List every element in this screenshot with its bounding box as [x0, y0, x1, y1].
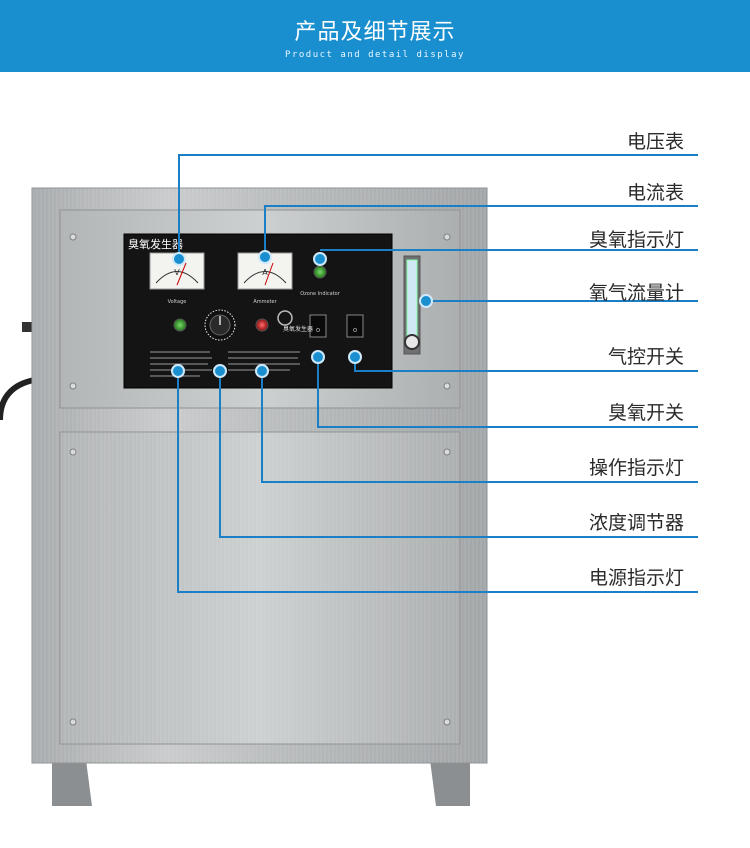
- panel-brand: 臭氧发生器: [128, 237, 183, 251]
- svg-text:V: V: [174, 268, 180, 277]
- callout-label-gas-control-switch: 气控开关: [607, 346, 684, 368]
- callout-line: [178, 154, 698, 156]
- svg-text:o: o: [353, 326, 357, 334]
- callout-line: [177, 591, 698, 593]
- callout-dot: [348, 350, 362, 364]
- callout-label-oxygen-flowmeter: 氧气流量计: [588, 282, 684, 304]
- callout-line: [177, 370, 179, 591]
- callout-line: [261, 370, 263, 481]
- callout-dot: [313, 252, 327, 266]
- callout-line: [219, 370, 221, 536]
- oxygen-flowmeter: [403, 255, 421, 355]
- callout-dot: [172, 252, 186, 266]
- concentration-knob: [204, 309, 236, 341]
- power-indicator-light: [173, 318, 187, 332]
- page-title: 产品及细节展示: [294, 20, 456, 45]
- header-banner: 产品及细节展示 Product and detail display: [0, 0, 750, 72]
- callout-dot: [311, 350, 325, 364]
- svg-text:Ammeter: Ammeter: [253, 299, 277, 305]
- callout-dot: [258, 250, 272, 264]
- callout-dot: [419, 294, 433, 308]
- callout-label-power-indicator: 电源指示灯: [588, 567, 684, 589]
- callout-line: [264, 205, 698, 207]
- callout-line: [317, 356, 319, 426]
- callout-dot: [171, 364, 185, 378]
- svg-text:Voltage: Voltage: [168, 299, 187, 305]
- callout-line: [219, 536, 698, 538]
- callout-line: [320, 249, 698, 251]
- callout-line: [178, 154, 180, 258]
- svg-text:A: A: [262, 268, 268, 277]
- ammeter: [237, 252, 293, 290]
- callout-line: [261, 481, 698, 483]
- page-subtitle: Product and detail display: [285, 50, 465, 60]
- callout-line: [317, 426, 698, 428]
- ozone-switch: o: [309, 314, 327, 338]
- callout-label-ammeter: 电流表: [626, 182, 684, 204]
- callout-label-concentration-regulator: 浓度调节器: [588, 512, 684, 534]
- ozone-indicator-light: [313, 265, 327, 279]
- callout-line: [426, 300, 698, 302]
- callout-dot: [255, 364, 269, 378]
- callout-dot: [213, 364, 227, 378]
- cabinet-leg: [52, 760, 92, 806]
- operation-indicator-light: [255, 318, 269, 332]
- svg-text:臭氧发生器: 臭氧发生器: [283, 325, 313, 333]
- callout-line: [354, 370, 698, 372]
- svg-text:Ozone Indicator: Ozone Indicator: [300, 291, 340, 297]
- callout-label-operation-indicator: 操作指示灯: [588, 457, 684, 479]
- callout-label-ozone-indicator: 臭氧指示灯: [588, 229, 684, 251]
- gas-control-switch: o: [346, 314, 364, 338]
- callout-label-voltmeter: 电压表: [626, 131, 684, 153]
- callout-label-ozone-switch: 臭氧开关: [607, 402, 684, 424]
- callout-line: [264, 205, 266, 257]
- svg-text:o: o: [316, 326, 320, 334]
- cabinet-leg: [430, 760, 470, 806]
